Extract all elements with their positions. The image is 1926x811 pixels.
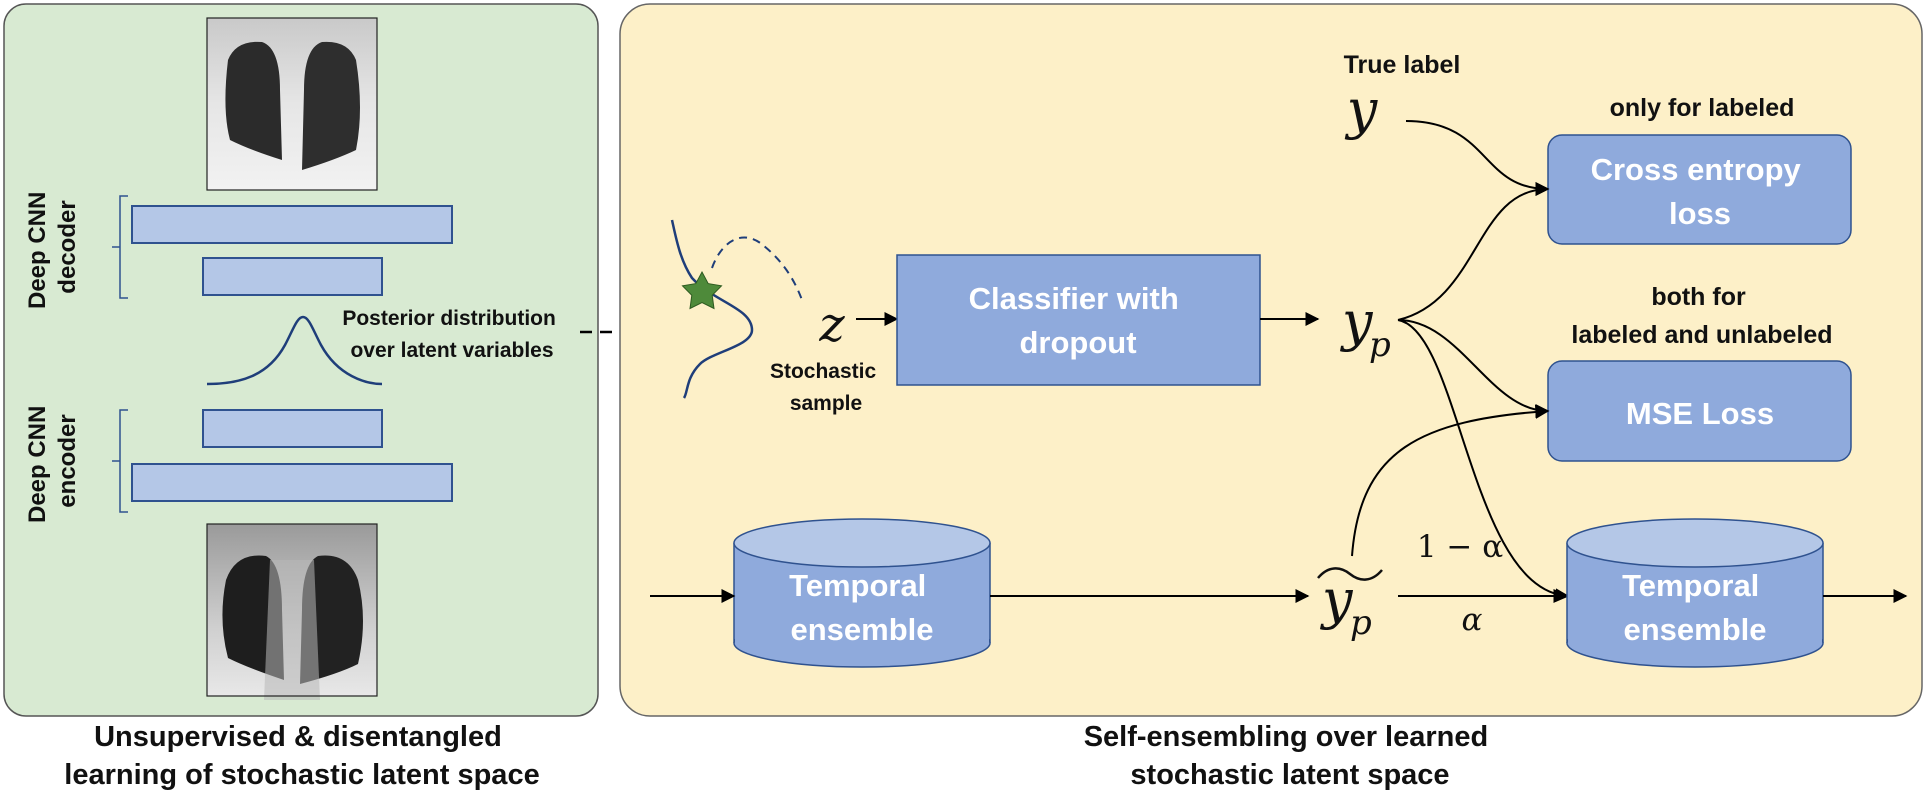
yp-symbol: y p [1340,290,1391,365]
cross-entropy-loss-label: Cross entropy loss [1591,152,1810,231]
svg-text:y: y [1340,290,1374,353]
decoder-layer-narrow [202,257,383,296]
y-true-symbol: y [1345,78,1379,141]
alpha-label: α [1462,602,1483,638]
svg-text:y: y [1320,568,1354,631]
decoder-label: Deep CNN decoder [24,185,81,309]
posterior-gaussian-curve [206,315,383,386]
true-label-text: True label [1344,51,1461,79]
left-panel [3,3,599,717]
classifier-label: Classifier with dropout [969,281,1188,360]
arrow-yp-to-cross-entropy [1397,182,1550,321]
latent-distribution-curve [670,219,754,399]
z-symbol: z [818,297,845,353]
temporal-ensemble-left-label: Temporal ensemble [789,568,935,647]
xray-image-bottom [206,523,378,700]
arrow-ytilde-to-mse [1351,404,1550,557]
classifier-box [896,254,1261,386]
arrow-yp-to-mse [1397,319,1550,418]
arrow-y-to-cross-entropy [1405,120,1550,196]
both-labeled-unlabeled-note: both for labeled and unlabeled [1571,283,1832,349]
encoder-label: Deep CNN encoder [24,399,81,523]
decoder-bracket [112,195,128,299]
right-caption: Self-ensembling over learned stochastic … [1084,721,1497,791]
mse-loss-label: MSE Loss [1626,396,1774,431]
svg-text:p: p [1369,325,1391,365]
temporal-ensemble-left [733,518,991,668]
encoder-layer-narrow [202,409,383,448]
encoder-bracket [112,409,128,513]
xray-image-top [206,17,378,191]
posterior-label: Posterior distribution over latent varia… [342,307,561,362]
latent-sample-dashed-curve [711,236,803,301]
sample-star-icon [681,270,723,310]
decoder-layer-wide [131,205,453,244]
only-labeled-note: only for labeled [1610,94,1795,122]
encoder-layer-wide [131,463,453,502]
one-minus-alpha-label: 1 − α [1417,529,1503,565]
temporal-ensemble-right-label: Temporal ensemble [1622,568,1768,647]
left-caption: Unsupervised & disentangled learning of … [64,721,539,791]
temporal-ensemble-right [1566,518,1824,668]
svg-text:p: p [1350,603,1372,643]
arrow-yp-to-temporal-right [1397,319,1570,603]
ytilde-p-symbol: y p [1317,567,1383,643]
stochastic-sample-label: Stochastic sample [770,360,882,415]
